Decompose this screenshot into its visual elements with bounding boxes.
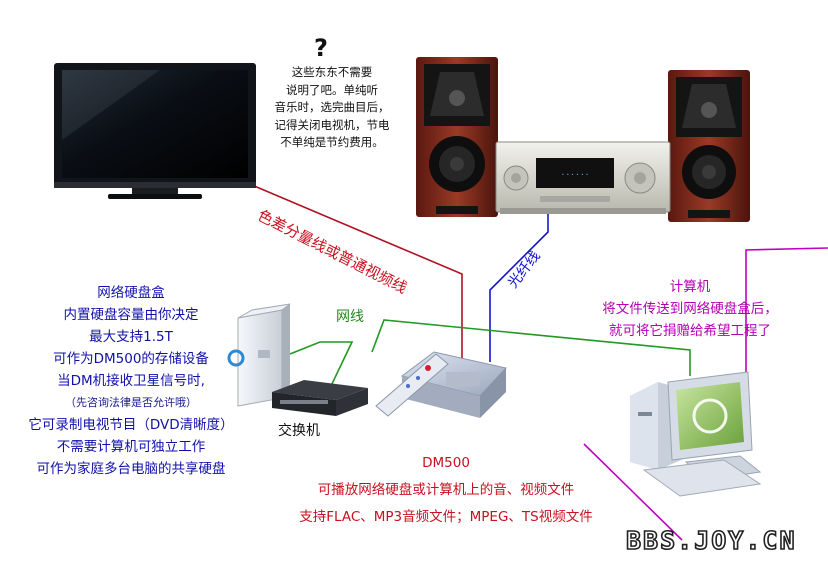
question-mark: ? (314, 34, 328, 62)
nas-line: 可作为DM500的存储设备 (53, 351, 209, 367)
nas-legal-note: （先咨询法律是否允许哦） (65, 396, 197, 409)
fiber-cable (489, 208, 549, 362)
network-cable-computer (371, 319, 691, 376)
dm500-receiver-icon (375, 351, 507, 418)
left-speaker-icon (416, 57, 498, 217)
note-line: 不单纯是节约费用。 (280, 135, 384, 149)
computer-icon (630, 371, 762, 497)
note-line: 记得关闭电视机，节电 (274, 117, 390, 132)
television-icon (54, 63, 256, 199)
nas-description: 网络硬盘盒 内置硬盘容量由你决定 最大支持1.5T 可作为DM500的存储设备 … (0, 282, 262, 480)
right-speaker-icon (668, 70, 750, 222)
computer-line: 计算机 (669, 279, 711, 295)
computer-cable (583, 247, 828, 541)
nas-line: 它可录制电视节目（DVD清晰度） (28, 417, 234, 433)
dm500-description: DM500 可播放网络硬盘或计算机上的音、视频文件 支持FLAC、MP3音频文件… (270, 450, 622, 531)
amplifier-icon: ······ (495, 141, 671, 214)
watermark: BBS.JOY.CN (625, 526, 797, 555)
computer-description: 计算机 将文件传送到网络硬盘盒后， 就可将它捐赠给希望工程了 (566, 276, 814, 342)
nas-line: 网络硬盘盒 (97, 285, 165, 301)
computer-line: 就可将它捐赠给希望工程了 (609, 323, 771, 339)
note-line: 说明了吧。单纯听 (286, 82, 378, 97)
note-line: 这些东东不需要 (291, 65, 373, 79)
network-switch-icon (272, 380, 368, 416)
switch-label: 交换机 (278, 423, 320, 439)
note-line: 音乐时，选完曲目后， (274, 100, 390, 114)
network-cable-label: 网线 (336, 309, 364, 325)
nas-line: 可作为家庭多台电脑的共享硬盘 (36, 461, 226, 477)
nas-line: 最大支持1.5T (89, 329, 173, 345)
nas-line: 不需要计算机可独立工作 (56, 439, 206, 455)
network-cable-nas (289, 341, 354, 389)
dm500-line: 支持FLAC、MP3音频文件；MPEG、TS视频文件 (299, 509, 593, 525)
svg-text:······: ······ (561, 170, 590, 179)
component-cable (239, 179, 463, 362)
nas-drive-icon (227, 303, 291, 407)
computer-line: 将文件传送到网络硬盘盒后， (602, 301, 778, 317)
nas-line: 内置硬盘容量由你决定 (63, 307, 199, 323)
speaker-note: 这些东东不需要 说明了吧。单纯听 音乐时，选完曲目后， 记得关闭电视机，节电 不… (262, 64, 402, 152)
nas-line: 当DM机接收卫星信号时, (57, 373, 205, 389)
dm500-title: DM500 (422, 455, 470, 471)
dm500-line: 可播放网络硬盘或计算机上的音、视频文件 (317, 482, 575, 498)
